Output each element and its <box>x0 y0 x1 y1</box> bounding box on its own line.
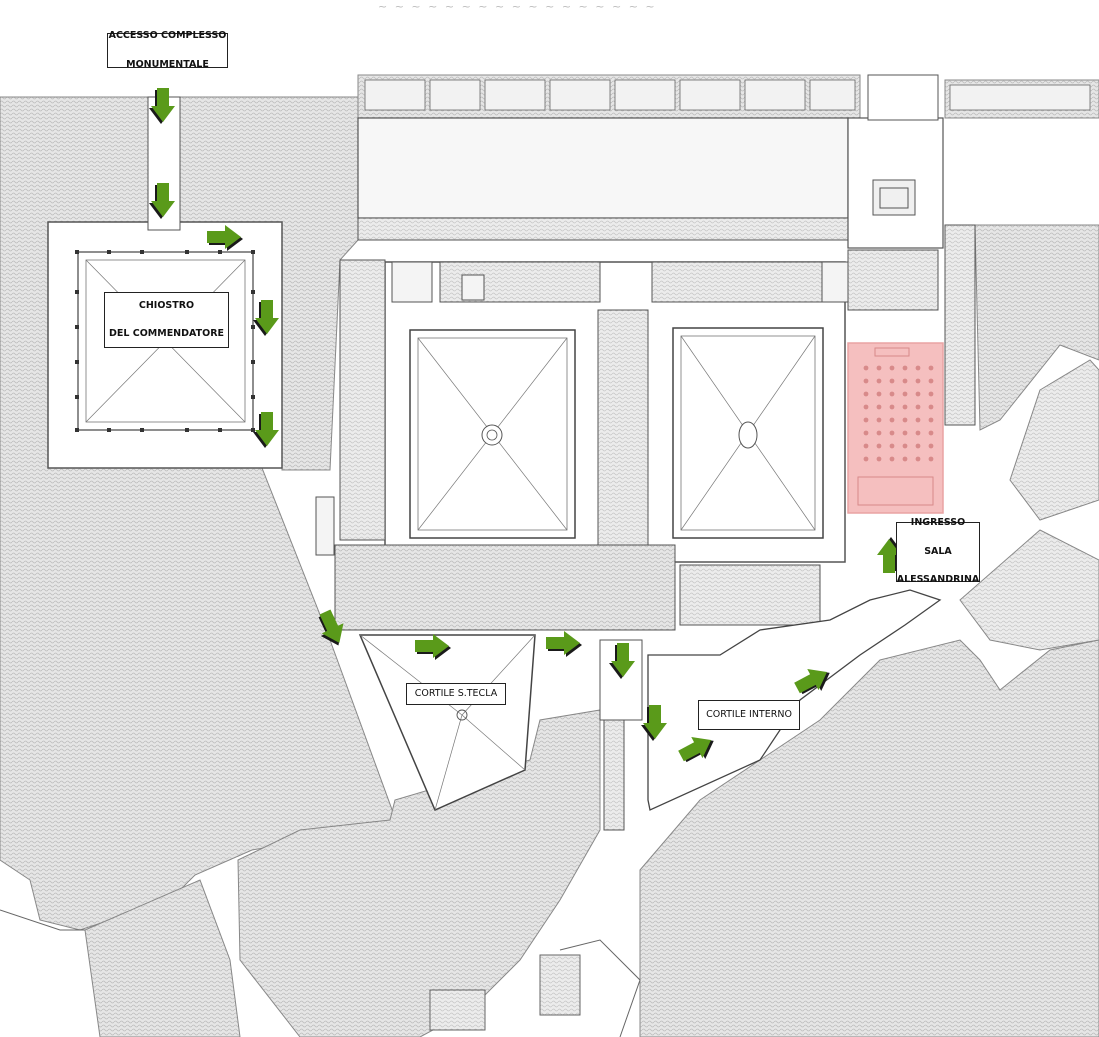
fountain-icon <box>738 421 758 449</box>
label-line: MONUMENTALE <box>126 58 209 70</box>
fountain-icon <box>481 424 503 446</box>
label-ingresso-sala-alessandrina: INGRESSO SALA ALESSANDRINA <box>896 517 980 585</box>
street-outlines <box>0 909 641 1037</box>
sala-alessandrina-room <box>847 342 944 514</box>
label-accesso-complesso-monumentale: ACCESSO COMPLESSO MONUMENTALE <box>107 30 228 70</box>
label-cortile-stecla: CORTILE S.TECLA <box>406 683 506 705</box>
label-line: DEL COMMENDATORE <box>109 328 224 340</box>
label-line: CORTILE S.TECLA <box>414 687 498 699</box>
courtyard-center-right <box>672 327 824 539</box>
label-chiostro-commendatore: CHIOSTRO DEL COMMENDATORE <box>104 292 229 348</box>
top-scribble: ~ ~ ~ ~ ~ ~ ~ ~ ~ ~ ~ ~ ~ ~ ~ ~ ~ <box>378 0 657 12</box>
label-cortile-interno: CORTILE INTERNO <box>698 700 800 730</box>
courtyard-center-left <box>409 329 576 539</box>
label-line: CORTILE INTERNO <box>706 708 792 720</box>
label-line: CHIOSTRO <box>138 299 195 311</box>
main-building <box>315 74 1091 631</box>
label-line: ACCESSO COMPLESSO <box>108 30 227 42</box>
hatched-ground <box>0 74 1099 1037</box>
label-line: SALA <box>924 545 952 557</box>
label-line: ALESSANDRINA <box>896 574 980 586</box>
label-line: INGRESSO <box>910 517 966 529</box>
